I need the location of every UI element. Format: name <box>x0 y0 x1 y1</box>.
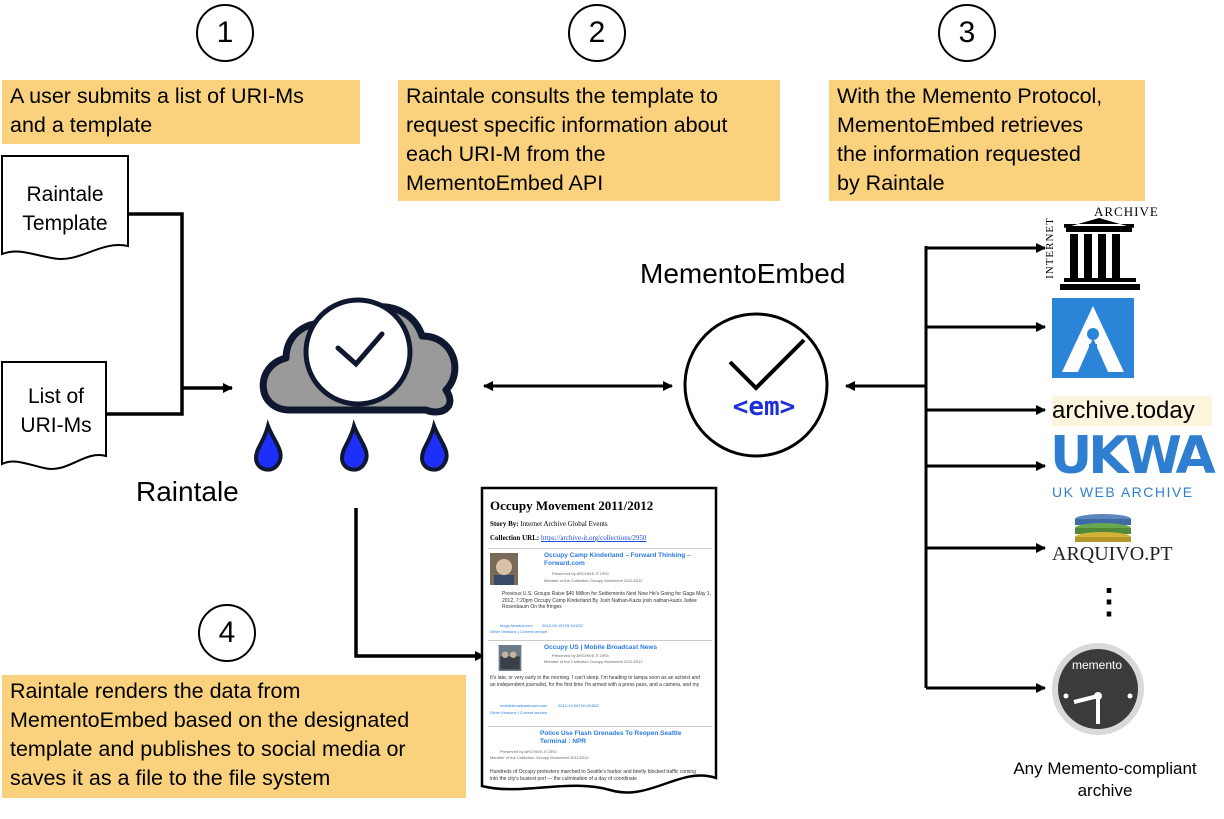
card-snippet: It's late, or very early in the morning.… <box>490 675 700 688</box>
collection-link[interactable]: https://archive-it.org/collections/2950 <box>540 534 647 542</box>
card-source[interactable]: blogs.forward.com <box>500 623 533 628</box>
internet-archive-side-wordmark: INTERNET <box>1044 217 1056 279</box>
card-date: 2012-10-06T00:05:58Z <box>558 703 599 708</box>
step-1-note: A user submits a list of URI-Ms and a te… <box>2 80 360 144</box>
collection-label: Collection URL: <box>490 534 540 542</box>
memento-clock-icon <box>1052 643 1144 735</box>
internet-archive-wordmark: ARCHIVE <box>1094 204 1159 219</box>
card-preserved: Preserved by ARCHIVE-IT.ORG <box>500 749 557 754</box>
note-line: Raintale renders the data from <box>10 679 301 703</box>
card-version-links[interactable]: Other Versions | Current version <box>490 710 548 715</box>
memento-clock-wordmark: memento <box>1072 658 1123 672</box>
template-connector <box>128 212 184 388</box>
card-thumbnail <box>490 553 518 585</box>
card-member: Member of the Collection Occupy Movement… <box>544 578 643 583</box>
collection-line: Collection URL: https://archive-it.org/c… <box>490 534 714 542</box>
card-source[interactable]: mobilebroadcastnews.com <box>500 703 548 708</box>
urims-document-label: List of URI-Ms <box>6 382 106 440</box>
story-title: Occupy Movement 2011/2012 <box>490 498 654 513</box>
step-4-marker: 4 <box>198 604 256 662</box>
doc-line: Raintale <box>26 183 104 206</box>
arquivo-logo: ARQUIVO.PT <box>1052 543 1173 565</box>
card-version-links[interactable]: Other Versions | Current version <box>490 629 548 634</box>
more-archives-ellipsis: ⋮ <box>1092 583 1126 621</box>
template-document-icon <box>1 155 129 260</box>
note-line: MementoEmbed API <box>406 171 604 195</box>
note-line: With the Memento Protocol, <box>837 84 1103 108</box>
note-line: each URI-M from the <box>406 142 606 166</box>
arquivo-stack-icon <box>1075 514 1131 542</box>
card-snippet: Previous U.S. Groups Raise $40 Million f… <box>502 591 712 610</box>
urims-connector <box>106 388 184 416</box>
story-by-label: Story By: <box>490 520 519 528</box>
story-card: Police Use Flash Grenades To Reopen Seat… <box>488 726 712 791</box>
archive-today-logo: archive.today <box>1052 396 1212 426</box>
mementoembed-logo-icon <box>683 312 829 458</box>
step-2-note: Raintale consults the template to reques… <box>398 80 780 201</box>
step-3-marker: 3 <box>938 4 996 62</box>
story-card: Occupy US | Mobile Broadcast News Preser… <box>488 640 712 725</box>
note-line: and a template <box>10 113 153 137</box>
note-line: the information requested <box>837 142 1081 166</box>
story-by-line: Story By: Internet Archive Global Events <box>490 520 714 528</box>
urims-document-icon <box>1 361 107 470</box>
output-connector <box>354 508 485 661</box>
raintale-cloud-icon <box>253 297 459 472</box>
archive-it-logo-icon <box>1052 298 1134 378</box>
note-line: request specific information about <box>406 113 728 137</box>
internet-archive-logo-icon <box>1060 218 1140 290</box>
note-line: MementoEmbed based on the designated <box>10 708 410 732</box>
raintale-label: Raintale <box>136 476 239 507</box>
note-line: by Raintale <box>837 171 945 195</box>
ukwa-logo: UKWA <box>1050 426 1216 486</box>
note-line: A user submits a list of URI-Ms <box>10 84 304 108</box>
step-4-note: Raintale renders the data from MementoEm… <box>2 675 466 798</box>
step-2-marker: 2 <box>568 4 626 62</box>
note-line: saves it as a file to the file system <box>10 766 331 790</box>
card-snippet: Hundreds of Occupy protesters marched to… <box>490 769 696 782</box>
doc-line: List of <box>27 385 85 408</box>
card-member: Member of the Collection Occupy Movement… <box>544 659 643 664</box>
card-title-link[interactable]: Occupy Camp Kinderland – Forward Thinkin… <box>544 552 691 567</box>
story-preview: Occupy Movement 2011/2012 Story By: Inte… <box>484 490 714 542</box>
card-title-link[interactable]: Police Use Flash Grenades To Reopen Seat… <box>540 730 682 745</box>
memento-archive-caption: Any Memento-compliant archive <box>990 758 1220 802</box>
ukwa-subtitle: UK WEB ARCHIVE <box>1052 484 1194 500</box>
card-title-link[interactable]: Occupy US | Mobile Broadcast News <box>544 644 658 651</box>
card-preserved: Preserved by ARCHIVE-IT.ORG <box>552 653 609 658</box>
mementoembed-label: MementoEmbed <box>640 258 846 289</box>
template-document-label: Raintale Template <box>6 180 124 238</box>
note-line: template and publishes to social media o… <box>10 737 406 761</box>
story-card: Occupy Camp Kinderland – Forward Thinkin… <box>488 548 712 641</box>
card-date: 2012-05-15T05:34:03Z <box>542 623 583 628</box>
note-line: MementoEmbed retrieves <box>837 113 1084 137</box>
note-line: Raintale consults the template to <box>406 84 718 108</box>
story-by-value: Internet Archive Global Events <box>520 520 608 528</box>
caption-line: Any Memento-compliant <box>1013 759 1197 778</box>
card-member: Member of the Collection Occupy Movement… <box>490 755 589 760</box>
doc-line: URI-Ms <box>20 414 92 437</box>
em-logo-text: <em> <box>732 392 796 422</box>
card-thumbnail <box>498 645 522 671</box>
step-1-marker: 1 <box>196 4 254 62</box>
doc-line: Template <box>22 212 108 235</box>
caption-line: archive <box>1077 781 1133 800</box>
card-preserved: Preserved by ARCHIVE-IT.ORG <box>552 571 609 576</box>
step-3-note: With the Memento Protocol, MementoEmbed … <box>829 80 1145 201</box>
